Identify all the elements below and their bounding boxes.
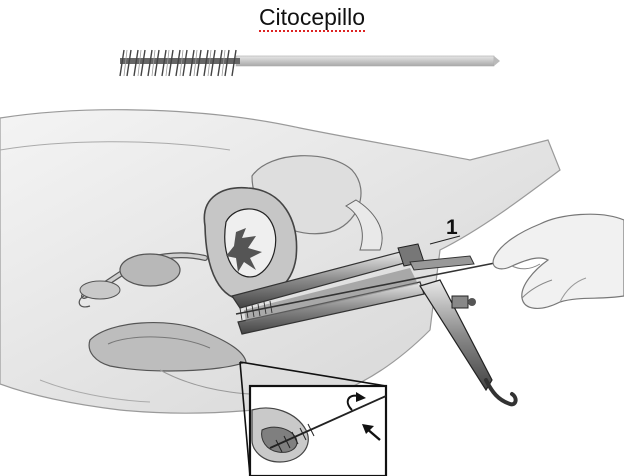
callout-number: 1 — [446, 216, 458, 240]
hand-illustration — [493, 214, 624, 308]
cytobrush-illustration — [120, 50, 500, 76]
